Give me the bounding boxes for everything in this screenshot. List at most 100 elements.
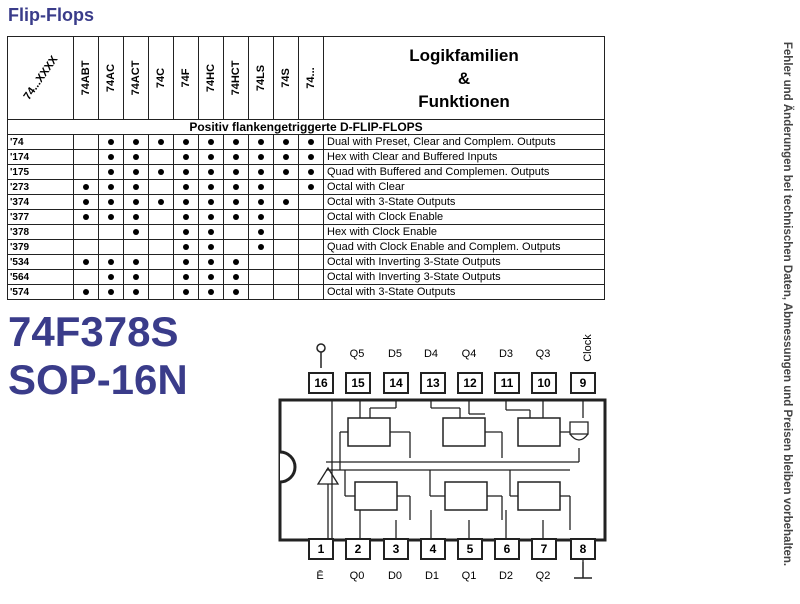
availability-cell <box>198 224 224 240</box>
availability-cell <box>273 269 299 285</box>
pin-label: D3 <box>498 348 514 360</box>
pin-box: 3 <box>383 538 409 560</box>
pin-box: 2 <box>345 538 371 560</box>
availability-dot-icon <box>158 169 164 175</box>
availability-dot-icon <box>133 154 139 160</box>
type-code: '564 <box>7 269 74 285</box>
availability-dot-icon <box>208 244 214 250</box>
availability-cell <box>98 164 124 180</box>
pin-box: 7 <box>531 538 557 560</box>
availability-cell <box>248 224 274 240</box>
availability-cell <box>148 284 174 300</box>
pin-label: D2 <box>498 570 514 582</box>
pin-box: 12 <box>457 372 483 394</box>
pin-label: Ē <box>316 570 324 582</box>
family-header: 74ACT <box>123 36 149 120</box>
part-number: 74F378S <box>8 308 179 355</box>
availability-cell <box>73 194 99 210</box>
availability-dot-icon <box>208 229 214 235</box>
corner-header: 74...XXXX <box>7 36 74 120</box>
function-description: Quad with Buffered and Complemen. Output… <box>323 164 605 180</box>
availability-cell <box>73 134 99 150</box>
availability-cell <box>273 149 299 165</box>
availability-cell <box>298 134 324 150</box>
availability-dot-icon <box>208 289 214 295</box>
type-code: '574 <box>7 284 74 300</box>
availability-dot-icon <box>83 259 89 265</box>
pin-box: 6 <box>494 538 520 560</box>
pin-label: D1 <box>424 570 440 582</box>
package-type: SOP-16N <box>8 356 188 403</box>
pin-box: 4 <box>420 538 446 560</box>
availability-dot-icon <box>258 244 264 250</box>
availability-cell <box>248 269 274 285</box>
type-code: '534 <box>7 254 74 270</box>
family-header: 74F <box>173 36 199 120</box>
availability-dot-icon <box>133 214 139 220</box>
availability-dot-icon <box>308 139 314 145</box>
availability-dot-icon <box>108 289 114 295</box>
pin-box: 15 <box>345 372 371 394</box>
function-description: Octal with Inverting 3-State Outputs <box>323 269 605 285</box>
type-code: '174 <box>7 149 74 165</box>
availability-dot-icon <box>208 139 214 145</box>
availability-dot-icon <box>133 259 139 265</box>
availability-cell <box>173 209 199 225</box>
availability-cell <box>148 269 174 285</box>
availability-cell <box>123 224 149 240</box>
type-code: '175 <box>7 164 74 180</box>
availability-cell <box>148 194 174 210</box>
family-header: 74... <box>298 36 324 120</box>
availability-cell <box>148 164 174 180</box>
availability-cell <box>198 134 224 150</box>
pinout-diagram: Q5 D5 D4 Q4 D3 Q3 Clock 16 15 14 13 12 1… <box>270 330 610 595</box>
availability-dot-icon <box>208 259 214 265</box>
availability-cell <box>223 194 249 210</box>
availability-cell <box>298 239 324 255</box>
family-header: 74HCT <box>223 36 249 120</box>
availability-dot-icon <box>233 274 239 280</box>
availability-cell <box>198 239 224 255</box>
availability-cell <box>173 254 199 270</box>
availability-cell <box>273 164 299 180</box>
availability-cell <box>248 134 274 150</box>
availability-cell <box>298 284 324 300</box>
pin-box: 10 <box>531 372 557 394</box>
pin-box: 8 <box>570 538 596 560</box>
page-title: Flip-Flops <box>8 5 94 25</box>
availability-dot-icon <box>83 199 89 205</box>
availability-cell <box>298 269 324 285</box>
availability-dot-icon <box>233 289 239 295</box>
type-code: '379 <box>7 239 74 255</box>
availability-dot-icon <box>308 169 314 175</box>
availability-dot-icon <box>158 139 164 145</box>
availability-cell <box>148 224 174 240</box>
availability-cell <box>248 179 274 195</box>
availability-cell <box>198 209 224 225</box>
availability-dot-icon <box>208 274 214 280</box>
function-description: Octal with 3-State Outputs <box>323 284 605 300</box>
availability-cell <box>123 254 149 270</box>
function-description: Hex with Clock Enable <box>323 224 605 240</box>
availability-cell <box>123 194 149 210</box>
section-title: Positiv flankengetriggerte D-FLIP-FLOPS <box>7 119 605 135</box>
availability-cell <box>298 149 324 165</box>
part-info: 74F378S SOP-16N <box>8 308 188 404</box>
pin-label: Q1 <box>461 570 477 582</box>
availability-cell <box>148 254 174 270</box>
availability-dot-icon <box>183 274 189 280</box>
availability-cell <box>223 224 249 240</box>
availability-cell <box>123 269 149 285</box>
availability-dot-icon <box>258 169 264 175</box>
availability-cell <box>298 164 324 180</box>
availability-cell <box>73 269 99 285</box>
availability-cell <box>98 179 124 195</box>
availability-dot-icon <box>183 229 189 235</box>
availability-cell <box>123 149 149 165</box>
availability-dot-icon <box>258 139 264 145</box>
type-code: '377 <box>7 209 74 225</box>
availability-cell <box>273 284 299 300</box>
table-row: '574 Octal with 3-State Outputs <box>7 284 605 300</box>
